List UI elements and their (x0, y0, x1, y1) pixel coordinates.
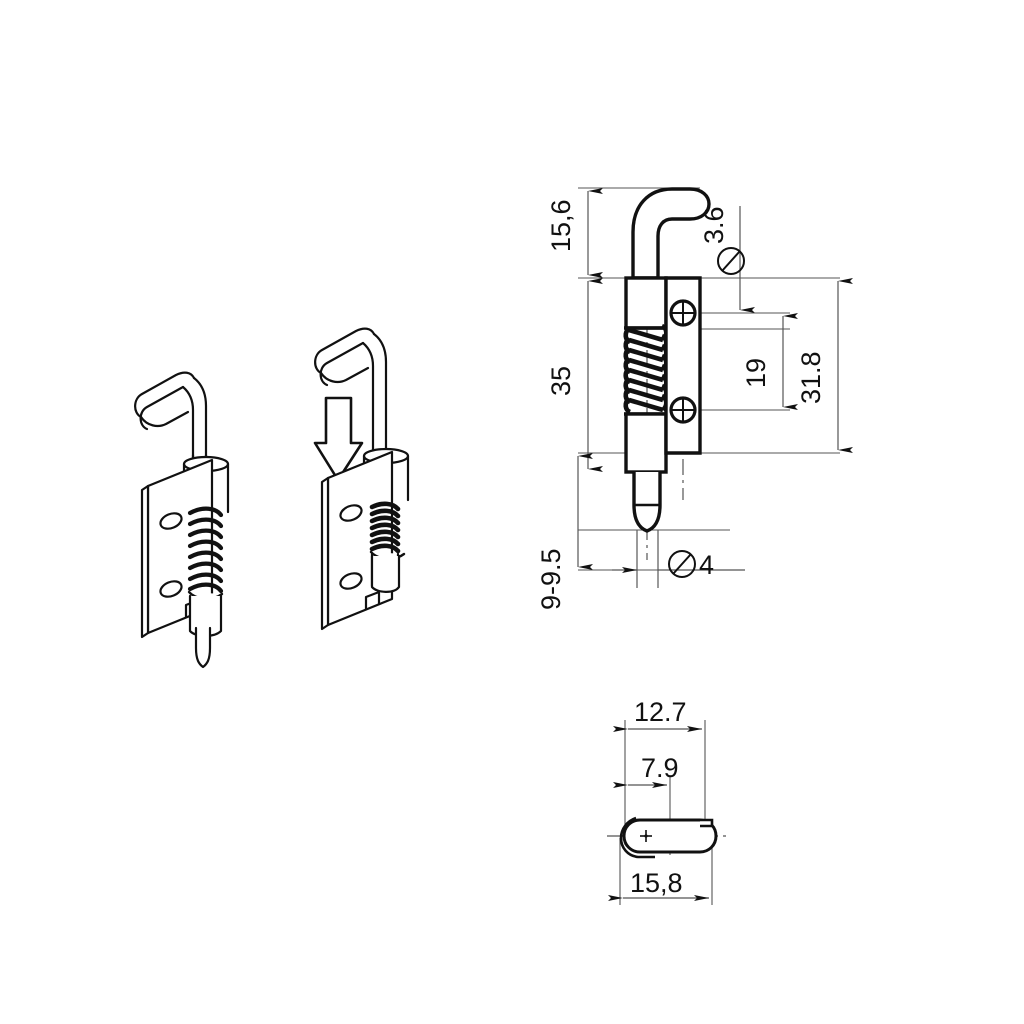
barrel-outer (622, 818, 718, 854)
barrel-plate-tail (700, 818, 714, 828)
dimension-label-35: 35 (546, 365, 576, 396)
front-dimension-lines (577, 188, 853, 573)
front-sleeve-upper (624, 276, 668, 330)
hook-bend-inner (181, 385, 195, 462)
spring-coils-compressed (369, 501, 401, 554)
dia-4-value: 4 (699, 550, 715, 580)
dimension-label-dia-3-6: 3.6 (699, 206, 730, 244)
hook-cap-2 (319, 366, 370, 384)
front-pin (632, 472, 662, 533)
spring-coils (187, 506, 224, 594)
mounting-plate-notch-2 (364, 590, 381, 611)
dimension-label-9-9-5: 9-9.5 (536, 548, 566, 610)
dia-symbol-4 (668, 550, 696, 578)
hook-cap (139, 410, 190, 428)
top-section-geometry (619, 816, 718, 859)
diameter-symbols (668, 247, 745, 578)
front-mounting-holes (669, 299, 697, 424)
front-view-part (623, 187, 711, 533)
front-sleeve-lower (624, 412, 668, 474)
dimension-label-15-6: 15,6 (546, 199, 576, 252)
barrel-roll-return (619, 816, 655, 859)
mounting-plate-edge (140, 484, 150, 639)
retraction-arrow[interactable] (313, 396, 364, 482)
dimension-label-7-9: 7.9 (641, 753, 679, 783)
view-isometric-extended (134, 371, 230, 669)
hook-bend-2 (372, 332, 388, 454)
front-pin-shaft-reference (636, 531, 659, 588)
dimension-label-31-8: 31.8 (796, 351, 826, 404)
top-section-dimension-lines (608, 726, 709, 901)
hook-bend (192, 376, 208, 462)
dimension-label-15-8: 15,8 (630, 868, 683, 898)
sleeve-lower-outline-2 (370, 554, 401, 593)
mounting-plate-edge-2 (320, 476, 330, 631)
dimension-label-19: 19 (741, 357, 771, 388)
dia-symbol-3-6 (717, 247, 745, 275)
view-isometric-retracted (313, 327, 410, 631)
mounting-hole-lower (159, 580, 183, 598)
dia-3-6-value: 3.6 (699, 206, 729, 244)
hook-bend-inner-2 (361, 341, 375, 454)
front-hook (631, 187, 711, 280)
mounting-hole-lower-2 (339, 572, 363, 590)
view-top-section (607, 720, 726, 905)
bolt-pin (194, 626, 212, 669)
mounting-hole-upper (159, 512, 183, 530)
dimension-label-dia-4: 4 (699, 550, 714, 581)
dimension-label-12-7: 12.7 (634, 697, 687, 727)
mounting-hole-upper-2 (339, 504, 363, 522)
